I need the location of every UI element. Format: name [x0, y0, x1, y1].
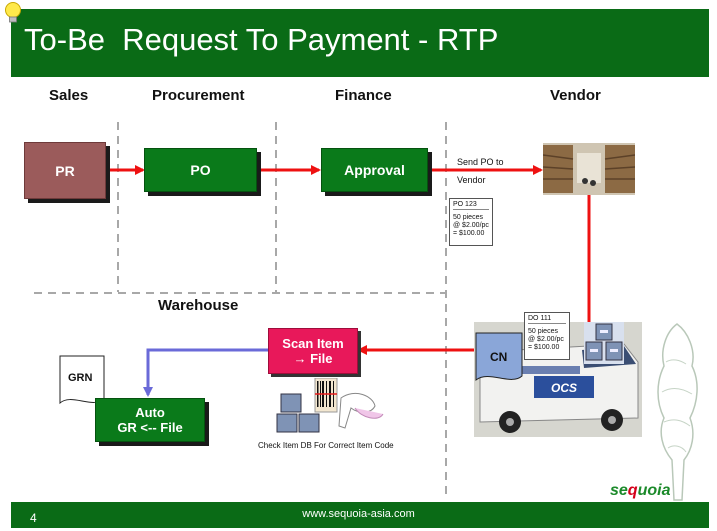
lane-procurement: Procurement [152, 87, 245, 104]
barcode-scanner-image [276, 378, 384, 433]
slide-title: To-Be Request To Payment - RTP [24, 22, 499, 57]
approval-box: Approval [321, 148, 428, 192]
flow-arrows [105, 165, 591, 355]
do-document: DO 111 50 pieces @ $2.00/pc = $100.00 [524, 312, 570, 360]
logo-text-post: uoia [637, 482, 671, 499]
lightbulb-icon [5, 2, 21, 23]
scan-item-label-2: → File [293, 351, 333, 366]
warehouse-shelves-image [543, 143, 635, 195]
auto-gr-label-1: Auto [135, 405, 165, 420]
po-document: PO 123 50 pieces @ $2.00/pc = $100.00 [449, 198, 493, 246]
do-doc-line1: 50 pieces [528, 328, 558, 335]
lane-vendor: Vendor [550, 87, 601, 104]
cn-label: CN [490, 350, 508, 364]
po-box: PO [144, 148, 257, 192]
lane-dividers [34, 122, 447, 498]
file-cabinet-icon [584, 322, 624, 364]
po-doc-ref: PO 123 [453, 201, 489, 210]
grn-label: GRN [68, 372, 93, 384]
lane-finance: Finance [335, 87, 392, 104]
footer-bar [11, 502, 709, 528]
van-logo-text: OCS [551, 381, 577, 395]
logo-text-q: q [627, 482, 638, 499]
do-doc-line3: = $100.00 [528, 344, 560, 351]
cn-document-shape [475, 332, 523, 382]
send-po-label-1: Send PO to [457, 157, 504, 167]
po-doc-line3: = $100.00 [453, 230, 485, 237]
pr-box: PR [24, 142, 106, 199]
arrow-scan-auto-gr [143, 348, 268, 397]
sequoia-logo: sequoia [610, 482, 670, 500]
auto-gr-label-2: GR <-- File [117, 420, 183, 435]
do-doc-line2: @ $2.00/pc [528, 336, 564, 343]
lane-sales: Sales [49, 87, 89, 104]
scan-item-box: Scan Item → File [268, 328, 358, 374]
sequoia-tree-logo-image [657, 323, 698, 501]
po-doc-line2: @ $2.00/pc [453, 222, 489, 229]
do-doc-ref: DO 111 [528, 315, 566, 324]
pr-label: PR [55, 162, 75, 179]
logo-text-pre: se [610, 482, 628, 499]
lane-warehouse: Warehouse [158, 297, 239, 314]
send-po-label-2: Vendor [457, 175, 486, 185]
po-label: PO [190, 162, 211, 178]
check-item-label: Check Item DB For Correct Item Code [258, 441, 394, 450]
approval-label: Approval [344, 162, 405, 178]
footer-url: www.sequoia-asia.com [302, 508, 415, 520]
title-bar [11, 9, 709, 77]
page-number: 4 [30, 511, 37, 525]
po-doc-line1: 50 pieces [453, 214, 483, 221]
auto-gr-box: Auto GR <-- File [95, 398, 205, 442]
barcode-icon [314, 378, 338, 413]
scan-item-label-1: Scan Item [282, 336, 344, 351]
